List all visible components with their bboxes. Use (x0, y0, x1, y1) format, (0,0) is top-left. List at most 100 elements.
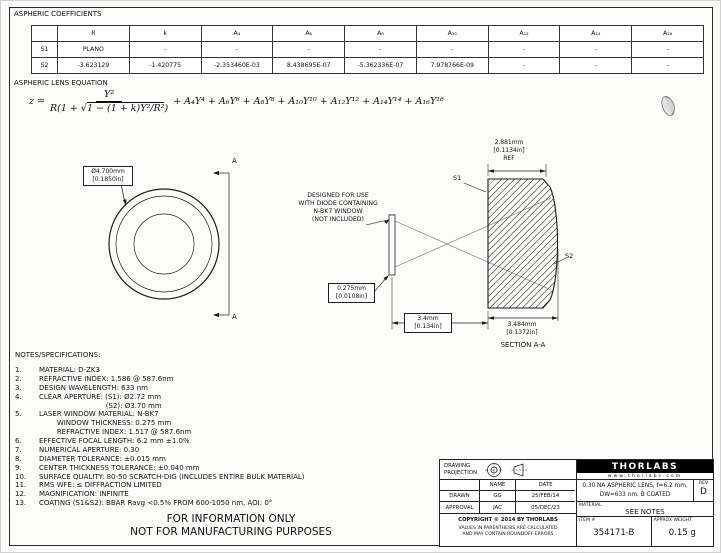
item-cell: ITEM # 354171-B (577, 517, 652, 546)
weight-cell: APPROX WEIGHT 0.15 g (652, 517, 713, 546)
drawn-name: GG (480, 491, 516, 502)
copyright-cell: COPYRIGHT © 2014 BY THORLABS VALUES IN P… (440, 514, 576, 546)
note-item: 4.CLEAR APERTURE: (S1): Ø2.72 mm (S2): Ø… (15, 392, 162, 410)
coeff-col-header: A₆ (272, 25, 346, 42)
drawing-title-row: 0.30 NA ASPHERIC LENS, f=6.2 mm, DW=633 … (577, 480, 713, 502)
equation-lhs: z = (29, 96, 45, 107)
surface-2-label: S2 (565, 252, 574, 260)
thorlabs-logo: THORLABS (577, 460, 713, 473)
rev-cell: REV D (693, 480, 713, 501)
approval-label: APPROVAL (440, 502, 480, 513)
laser-window (388, 214, 396, 276)
front-view-outer-circle (108, 188, 220, 300)
coeff-cell: - (344, 41, 417, 58)
disclaimer-text: VALUES IN PARENTHESIS ARE CALCULATED AND… (458, 526, 558, 538)
note-item: 10.SURFACE QUALITY: 80-50 SCRATCH-DIG (I… (15, 472, 305, 481)
logo-cell: THORLABS www.thorlabs.com (577, 460, 713, 480)
watermark-line-2: NOT FOR MANUFACTURING PURPOSES (130, 526, 332, 539)
coefficients-section-title: ASPHERIC COEFFICIENTS (14, 10, 102, 18)
drawn-date: 25/FEB/14 (516, 491, 575, 502)
section-arrow-label-bottom: A (232, 313, 237, 321)
section-view-arrowheads (383, 169, 558, 325)
notes-specifications: NOTES/SPECIFICATIONS: 1.MATERIAL: D-ZK3 … (15, 351, 437, 508)
date-header: DATE (516, 480, 575, 491)
equation-section-title: ASPHERIC LENS EQUATION (14, 79, 108, 87)
coeff-cell: -1.420775 (128, 57, 202, 74)
note-item: 13.COATING (S1&S2): BBAR Ravg <0.5% FROM… (15, 499, 273, 508)
note-item: 5.LASER WINDOW MATERIAL: N-BK7 WINDOW TH… (15, 410, 192, 437)
coeff-row-label: S1 (31, 41, 58, 58)
sheet-border-frame (9, 7, 713, 546)
coeff-col-header: A₁₂ (487, 25, 561, 42)
front-view-aperture-circle (133, 213, 195, 275)
projection-cone-icon (511, 462, 528, 477)
front-view-edge-circle (115, 195, 213, 293)
material-cell: MATERIAL SEE NOTES (577, 502, 713, 517)
coeff-col-header: A₁₀ (415, 25, 489, 42)
note-item: 9.CENTER THICKNESS TOLERANCE: ±0.040 mm (15, 463, 200, 472)
section-caption: SECTION A-A (500, 341, 546, 349)
coeff-cell: - (631, 57, 704, 74)
coeff-col-header: A₁₄ (559, 25, 633, 42)
equation-radicand: 1 − (1 + k)Y²/R² (86, 102, 165, 114)
coeff-cell: - (200, 41, 274, 58)
equation-fraction: Y² R(1 + √1 − (1 + k)Y²/R²) (50, 89, 168, 114)
coeff-col-header: A₁₆ (631, 25, 704, 42)
coeff-cell: - (559, 41, 633, 58)
center-thickness-dim: 3.484mm [0.1372in] (495, 321, 549, 337)
coeff-cell: -5.362336E-07 (344, 57, 417, 74)
information-only-watermark: FOR INFORMATION ONLY NOT FOR MANUFACTURI… (106, 513, 356, 539)
approval-table: NAME DATE DRAWN GG 25/FEB/14 APPROVAL JA… (440, 480, 576, 514)
coeff-corner-cell (31, 25, 58, 42)
coeff-cell: 8.438695E-07 (272, 57, 346, 74)
title-block: DRAWING PROJECTION NAME DATE DRAWN GG (439, 459, 714, 547)
edge-thickness-dim: 2.881mm [0.1134in] REF (493, 139, 525, 162)
window-thickness-dim: 0.275mm [0.0108in] (328, 283, 375, 303)
front-diameter-dim: Ø4.700mm [0.1850in] (83, 166, 133, 186)
weight-label: APPROX WEIGHT (653, 518, 693, 523)
notes-title: NOTES/SPECIFICATIONS: (15, 351, 101, 359)
aspheric-coefficients-table: R k A₄ A₆ A₈ A₁₀ A₁₂ A₁₄ A₁₆ S1 PLANO - … (31, 25, 704, 74)
coeff-cell: - (128, 41, 202, 58)
note-item: 11.RMS WFE: ≤ DIFFRACTION LIMITED (15, 481, 162, 490)
projection-circle-icon (485, 462, 504, 477)
title-block-right: THORLABS www.thorlabs.com 0.30 NA ASPHER… (577, 460, 713, 546)
note-item: 8.DIAMETER TOLERANCE: ±0.015 mm (15, 454, 166, 463)
note-item: 7.NUMERICAL APERTURE: 0.30 (15, 445, 140, 454)
coeff-cell: - (487, 57, 561, 74)
rev-label: REV (698, 481, 709, 486)
drawing-title: 0.30 NA ASPHERIC LENS, f=6.2 mm, DW=633 … (582, 483, 688, 498)
coeff-cell: PLANO (57, 41, 130, 58)
lens-section-outline (487, 178, 558, 309)
coeff-row-s2: S2 -3.623129 -1.420775 -2.353460E-03 8.4… (31, 57, 704, 74)
equation-denominator: R(1 + √1 − (1 + k)Y²/R²) (50, 102, 169, 114)
note-item: 1.MATERIAL: D-ZK3 (15, 366, 100, 374)
aspheric-lens-equation: z = Y² R(1 + √1 − (1 + k)Y²/R²) + A₄Y⁴ +… (29, 89, 444, 114)
title-block-left: DRAWING PROJECTION NAME DATE DRAWN GG (440, 460, 577, 546)
watermark-line-1: FOR INFORMATION ONLY (166, 513, 296, 525)
coeff-col-header: A₄ (200, 25, 274, 42)
projection-label: DRAWING PROJECTION (444, 462, 478, 476)
coeff-cell: -2.353460E-03 (200, 57, 274, 74)
thorlabs-url: www.thorlabs.com (607, 474, 683, 479)
coeff-row-s1: S1 PLANO - - - - - - - - (31, 41, 704, 58)
coeff-cell: - (487, 41, 561, 58)
material-label: MATERIAL (579, 503, 602, 508)
weight-value: 0.15 g (668, 528, 696, 538)
front-view (108, 170, 230, 318)
note-item: 3.DESIGN WAVELENGTH: 633 nm (15, 383, 148, 392)
coeff-cell: - (631, 41, 704, 58)
item-label: ITEM # (579, 518, 596, 523)
item-weight-row: ITEM # 354171-B APPROX WEIGHT 0.15 g (577, 517, 713, 546)
front-view-arrowheads (123, 170, 219, 318)
note-item: 2.REFRACTIVE INDEX: 1.586 @ 587.6nm (15, 374, 174, 383)
drawn-label: DRAWN (440, 491, 480, 502)
approval-corner-cell (440, 480, 480, 491)
equation-tail: + A₄Y⁴ + A₆Y⁶ + A₈Y⁸ + A₁₀Y¹⁰ + A₁₂Y¹² +… (173, 96, 444, 107)
lens-3d-icon (661, 96, 675, 116)
coeff-cell: - (559, 57, 633, 74)
note-item: 12.MAGNIFICATION: INFINITE (15, 490, 129, 499)
name-header: NAME (480, 480, 516, 491)
